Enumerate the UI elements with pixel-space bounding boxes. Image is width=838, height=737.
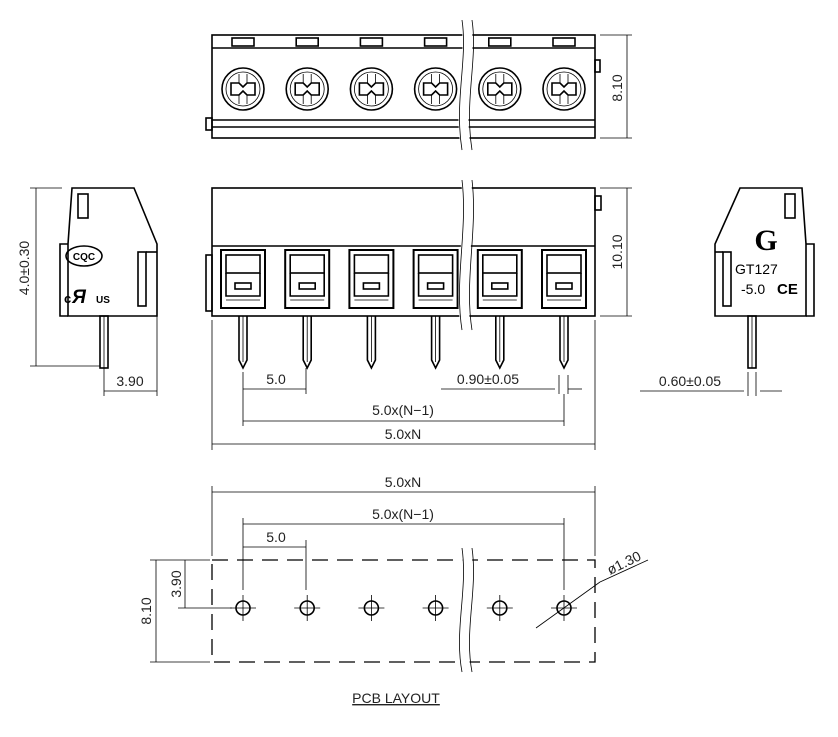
front-pitch-total-label: 5.0x(N−1) — [372, 402, 434, 418]
screw-slot — [487, 82, 513, 96]
clamp-screw-slot — [234, 282, 252, 290]
wire-entry-top — [546, 254, 582, 274]
screw-slot — [294, 82, 320, 96]
clamp-screw-slot — [298, 282, 317, 290]
solder-pin — [302, 316, 312, 370]
screw-tab — [552, 37, 576, 47]
screw-head — [285, 67, 330, 111]
pin-width-label: 0.90±0.05 — [457, 371, 519, 387]
wire-entry-top — [225, 254, 261, 274]
clamp — [482, 273, 518, 297]
wire-entry — [348, 249, 395, 309]
hole-diameter-label: ø1.30 — [604, 548, 643, 578]
model-line1: GT127 — [735, 261, 778, 277]
clamp — [353, 273, 390, 297]
screw-head — [221, 67, 265, 111]
right-side-view: G GT127 -5.0 CE 0.60±0.05 — [640, 187, 815, 396]
clamp — [225, 273, 261, 297]
screw-slot — [358, 82, 385, 96]
screw-head-inner — [289, 71, 325, 107]
screw-cross — [431, 74, 440, 104]
screw-tab — [423, 37, 448, 47]
pcb-pitch-total-label: 5.0x(N−1) — [372, 506, 434, 522]
clamp-screw-slot — [490, 282, 509, 290]
pcb-overall-label: 5.0xN — [385, 474, 422, 490]
screw-slot — [551, 82, 577, 96]
screw-cross — [367, 74, 376, 104]
pcb-width-label: 8.10 — [138, 597, 154, 624]
pcb-pitch-label: 5.0 — [266, 529, 286, 545]
screw-head-inner — [482, 71, 518, 107]
solder-pin — [430, 316, 441, 370]
screw-cross — [238, 74, 248, 104]
solder-pin — [495, 316, 505, 370]
ul-mark-suffix: US — [96, 295, 110, 306]
wire-entry — [476, 249, 523, 309]
ul-mark-prefix: c — [64, 291, 71, 306]
pcb-hole-offset-label: 3.90 — [168, 570, 184, 597]
wire-entry — [412, 249, 459, 309]
solder-pin — [238, 316, 248, 370]
screw-slot — [230, 82, 256, 96]
clamp — [546, 273, 582, 297]
screw-tab — [359, 37, 384, 47]
clamp — [417, 273, 454, 297]
pin-thickness-label: 0.60±0.05 — [659, 373, 721, 389]
svg-text:CQC: CQC — [73, 252, 95, 263]
clamp-screw-slot — [362, 282, 381, 290]
side-height-label: 4.0±0.30 — [16, 241, 32, 296]
ul-mark-logo: Я — [71, 287, 87, 308]
clamp-screw-slot — [426, 282, 445, 290]
left-side-view: CQC c Я US 4.0±0.30 3.90 — [16, 187, 158, 396]
wire-entry — [284, 249, 331, 309]
pcb-layout-view: 5.0xN 5.0x(N−1) 5.0 8.10 3.90 ø1.30 PCB … — [138, 474, 649, 706]
screw-tab — [487, 37, 512, 47]
screw-head — [542, 67, 586, 111]
screw-slot — [422, 82, 449, 96]
screw-head — [349, 67, 394, 111]
model-line2: -5.0 — [741, 281, 765, 297]
top-height-label: 8.10 — [609, 74, 625, 101]
screw-head-inner — [546, 71, 582, 107]
pcb-layout-caption: PCB LAYOUT — [352, 690, 440, 706]
front-overall-label: 5.0xN — [385, 426, 422, 442]
top-view: 8.10 — [205, 19, 632, 151]
side-offset-label: 3.90 — [116, 373, 143, 389]
screw-cross — [495, 74, 505, 104]
front-pitch-label: 5.0 — [266, 371, 286, 387]
wire-entry — [220, 249, 266, 309]
solder-pin — [366, 316, 377, 370]
clamp-screw-slot — [555, 282, 573, 290]
screw-tab — [231, 37, 255, 47]
screw-head-inner — [225, 71, 261, 107]
wire-entry-top — [353, 254, 390, 274]
ce-mark: CE — [777, 281, 798, 298]
screw-tab — [295, 37, 320, 47]
wire-entry-top — [481, 254, 518, 274]
cqc-mark — [65, 245, 103, 267]
wire-entry-top — [289, 254, 326, 274]
front-view: 10.10 5.0 0.90±0.05 5.0x(N−1) 5.0xN — [205, 179, 632, 450]
screw-cross — [302, 74, 312, 104]
screw-cross — [559, 74, 569, 104]
clamp — [289, 273, 325, 297]
screw-head-inner — [353, 71, 389, 107]
solder-pin — [559, 316, 569, 370]
screw-head — [477, 67, 522, 111]
wire-entry — [541, 249, 587, 309]
brand-logo: G — [754, 224, 777, 257]
front-height-label: 10.10 — [609, 234, 625, 269]
screw-head-inner — [418, 71, 454, 107]
screw-head — [413, 67, 458, 111]
wire-entry-top — [417, 254, 454, 274]
